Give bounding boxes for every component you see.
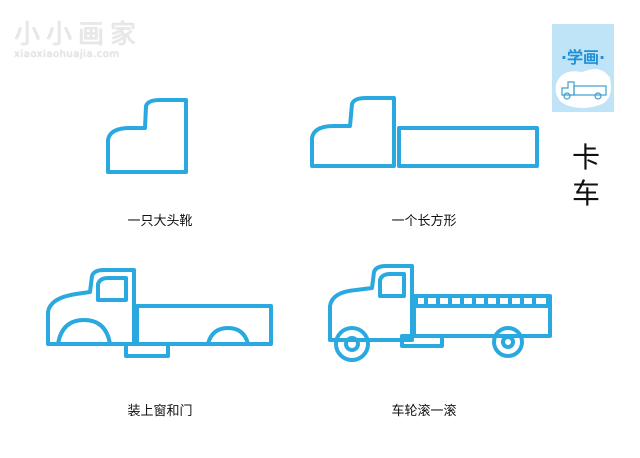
badge-label: ·学画· <box>560 48 606 67</box>
watermark-name: 小小画家 <box>14 20 143 50</box>
learn-draw-badge: ·学画· <box>552 24 614 112</box>
step1-boot-drawing <box>106 98 188 174</box>
step4-label: 车轮滚一滚 <box>391 404 457 419</box>
step2-label: 一个长方形 <box>391 214 457 229</box>
step1-label: 一只大头靴 <box>127 214 193 229</box>
title-char: 卡 <box>571 141 600 174</box>
step4-truck-wheels-drawing <box>328 264 552 362</box>
page-title: 卡 车 <box>568 140 604 212</box>
watermark-url: xiaoxiaohuajia.com <box>14 49 120 60</box>
truck-badge-icon <box>555 69 611 108</box>
step3-label: 装上窗和门 <box>127 404 193 419</box>
title-char: 车 <box>571 177 600 210</box>
watermark: 小小画家 xiaoxiaohuajia.com <box>14 14 142 60</box>
step3-truck-drawing <box>46 268 273 358</box>
step2-cab-rectangle-drawing <box>310 96 539 168</box>
